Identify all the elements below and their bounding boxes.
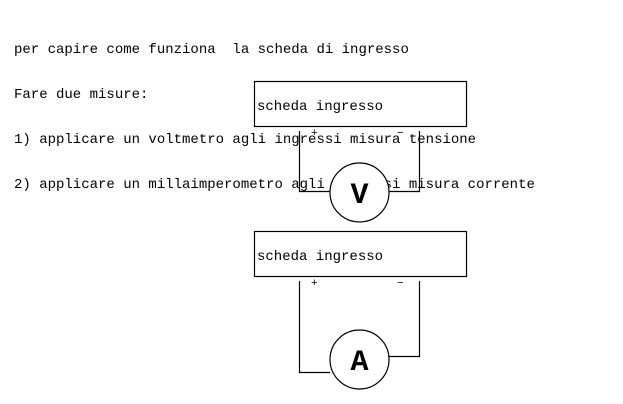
intro-line-3: 1) applicare un voltmetro agli ingressi … bbox=[14, 132, 477, 148]
plus-terminal-label: + bbox=[311, 278, 318, 290]
minus-terminal-label: − bbox=[397, 128, 404, 140]
intro-line-1: per capire come funziona la scheda di in… bbox=[14, 42, 409, 58]
input-board-box bbox=[253, 80, 468, 128]
voltmeter-icon: V bbox=[329, 162, 390, 223]
voltmeter-diagram: scheda ingresso + − V bbox=[253, 80, 468, 223]
plus-terminal-label: + bbox=[311, 128, 318, 140]
negative-wire bbox=[389, 131, 421, 193]
voltmeter-symbol: V bbox=[350, 179, 368, 213]
intro-line-2: Fare due misure: bbox=[14, 87, 149, 103]
ammeter-circle bbox=[329, 329, 390, 390]
voltmeter-circle bbox=[329, 162, 390, 223]
negative-wire bbox=[389, 281, 421, 358]
minus-terminal-label: − bbox=[397, 278, 404, 290]
positive-wire bbox=[298, 281, 330, 374]
input-board-box bbox=[253, 230, 468, 278]
ammeter-icon: A bbox=[329, 329, 390, 390]
positive-wire bbox=[298, 131, 330, 193]
ammeter-diagram: scheda ingresso + − A bbox=[253, 230, 468, 390]
input-board-label: scheda ingresso bbox=[257, 249, 383, 265]
ammeter-symbol: A bbox=[350, 346, 368, 380]
input-board-label: scheda ingresso bbox=[257, 99, 383, 115]
